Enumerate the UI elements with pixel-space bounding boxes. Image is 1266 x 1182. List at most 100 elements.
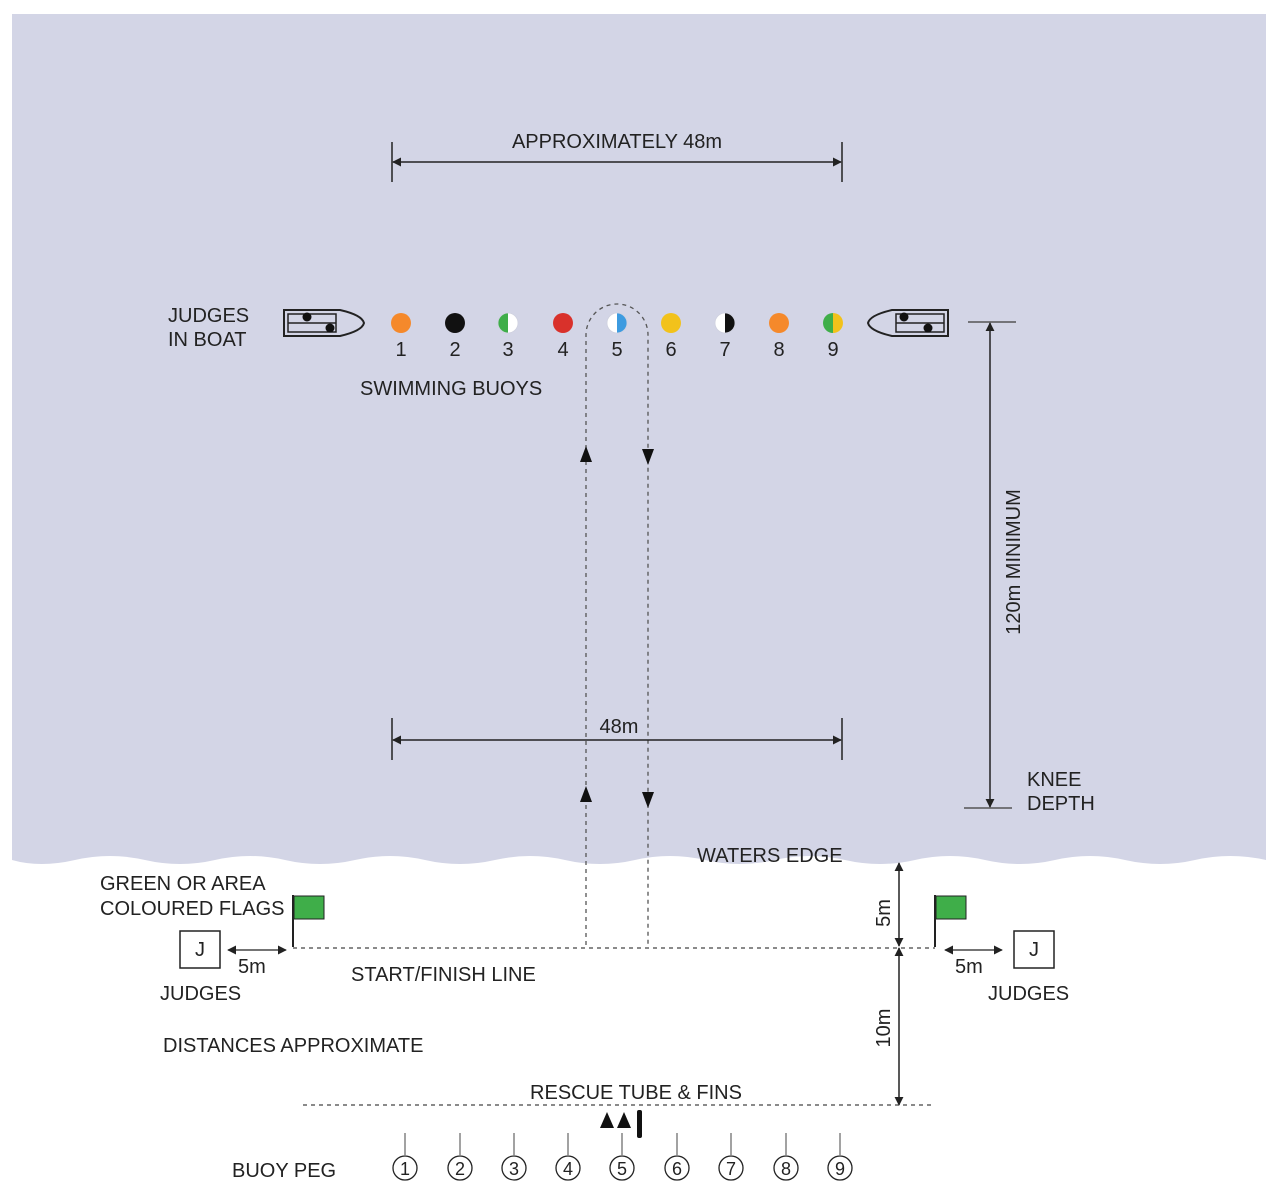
buoy-7-right-half [725, 313, 735, 333]
buoy-peg-6: 6 [664, 1133, 690, 1181]
buoy-peg-1-number: 1 [400, 1159, 410, 1179]
buoy-6-left-half [661, 313, 671, 333]
left-boat-icon [283, 309, 366, 337]
buoy-peg-7: 7 [718, 1133, 744, 1181]
buoy-3-outline [497, 312, 519, 334]
rescue-tube-label: RESCUE TUBE & FINS [530, 1082, 742, 1104]
buoy-5-left-half [607, 313, 617, 333]
buoy-3-right-half [508, 313, 518, 333]
judges-right-label: JUDGES [988, 983, 1069, 1005]
knee-depth-label-line2: DEPTH [1027, 793, 1095, 815]
buoy-5: 5 [606, 312, 628, 361]
buoy-4: 4 [553, 313, 573, 361]
judges-boat-label-line2: IN BOAT [168, 329, 247, 351]
buoy-peg-1-circle [392, 1155, 418, 1181]
water-area [12, 14, 1266, 864]
buoy-pegs: 1 2 3 4 5 6 7 8 9 [392, 1133, 853, 1181]
approx-width-dimension: APPROXIMATELY 48m [391, 131, 843, 182]
buoy-peg-2: 2 [447, 1133, 473, 1181]
buoy-7-number: 7 [719, 339, 730, 361]
buoy-1-right-half [401, 313, 411, 333]
buoy-9-right-half [833, 313, 843, 333]
buoy-peg-9: 9 [827, 1133, 853, 1181]
buoy-peg-3: 3 [501, 1133, 527, 1181]
fins-and-tube-icon [600, 1110, 642, 1138]
buoy-peg-2-number: 2 [455, 1159, 465, 1179]
buoy-1-number: 1 [395, 339, 406, 361]
buoy-1: 1 [391, 313, 411, 361]
right-flag-icon [934, 895, 967, 947]
buoy-turn-path [585, 303, 649, 945]
buoy-3-number: 3 [502, 339, 513, 361]
buoy-peg-4: 4 [555, 1133, 581, 1181]
buoy-5-outline [606, 312, 628, 334]
flags-label-line1: GREEN OR AREA [100, 873, 266, 895]
buoy-2-left-half [445, 313, 455, 333]
flags-label-line2: COLOURED FLAGS [100, 898, 284, 920]
buoy-peg-4-number: 4 [563, 1159, 573, 1179]
right-boat-icon [866, 309, 949, 337]
buoy-peg-9-circle [827, 1155, 853, 1181]
left-judge-box: J [179, 930, 221, 969]
beach-width-dimension: 48m [391, 716, 843, 760]
buoy-peg-1: 1 [392, 1133, 418, 1181]
buoy-4-left-half [553, 313, 563, 333]
left-five-m-label: 5m [238, 956, 266, 978]
swimming-buoys-label: SWIMMING BUOYS [360, 378, 542, 400]
buoy-peg-5-number: 5 [617, 1159, 627, 1179]
buoy-4-number: 4 [557, 339, 568, 361]
buoy-7-left-half [715, 313, 725, 333]
left-flag-icon [292, 895, 325, 947]
buoy-7: 7 [714, 312, 736, 361]
buoy-peg-9-number: 9 [835, 1159, 845, 1179]
buoy-5-number: 5 [611, 339, 622, 361]
buoy-peg-4-circle [555, 1155, 581, 1181]
buoy-9-left-half [823, 313, 833, 333]
ten-m-dimension: 10m [873, 947, 904, 1106]
buoy-4-right-half [563, 313, 573, 333]
buoy-8-number: 8 [773, 339, 784, 361]
judges-boat-label-line1: JUDGES [168, 305, 249, 327]
distances-approx-label: DISTANCES APPROXIMATE [163, 1035, 423, 1057]
buoy-9-number: 9 [827, 339, 838, 361]
buoy-peg-3-number: 3 [509, 1159, 519, 1179]
buoy-peg-8-circle [773, 1155, 799, 1181]
buoy-peg-5: 5 [609, 1133, 635, 1181]
buoy-2-right-half [455, 313, 465, 333]
buoy-peg-7-circle [718, 1155, 744, 1181]
left-judge-letter: J [195, 939, 205, 961]
judges-left-label: JUDGES [160, 983, 241, 1005]
buoy-peg-3-circle [501, 1155, 527, 1181]
min-distance-dimension: 120m MINIMUM [964, 321, 1025, 809]
right-judge-box: J [1013, 930, 1055, 969]
min-distance-label: 120m MINIMUM [1003, 489, 1025, 635]
buoy-peg-label: BUOY PEG [232, 1160, 336, 1182]
buoy-5-right-half [617, 313, 627, 333]
buoy-8-right-half [779, 313, 789, 333]
ten-m-label: 10m [873, 1009, 895, 1048]
buoy-3-left-half [498, 313, 508, 333]
buoy-peg-6-number: 6 [672, 1159, 682, 1179]
five-m-vertical-dimension: 5m [873, 862, 904, 947]
swim-direction-arrows [580, 446, 654, 808]
buoy-8-left-half [769, 313, 779, 333]
buoy-peg-8-number: 8 [781, 1159, 791, 1179]
right-judge-letter: J [1029, 939, 1039, 961]
start-finish-label: START/FINISH LINE [351, 964, 536, 986]
buoy-peg-5-circle [609, 1155, 635, 1181]
swimming-buoys: 1 2 3 4 5 6 7 8 9 [391, 312, 843, 361]
buoy-6: 6 [661, 313, 681, 361]
beach-width-label: 48m [600, 716, 639, 738]
buoy-7-outline [714, 312, 736, 334]
approx-width-label: APPROXIMATELY 48m [512, 131, 722, 153]
buoy-2: 2 [445, 313, 465, 361]
buoy-peg-8: 8 [773, 1133, 799, 1181]
buoy-1-left-half [391, 313, 401, 333]
waters-edge-label: WATERS EDGE [697, 845, 843, 867]
right-five-m-label: 5m [955, 956, 983, 978]
buoy-2-number: 2 [449, 339, 460, 361]
buoy-3: 3 [497, 312, 519, 361]
buoy-peg-6-circle [664, 1155, 690, 1181]
buoy-peg-7-number: 7 [726, 1159, 736, 1179]
